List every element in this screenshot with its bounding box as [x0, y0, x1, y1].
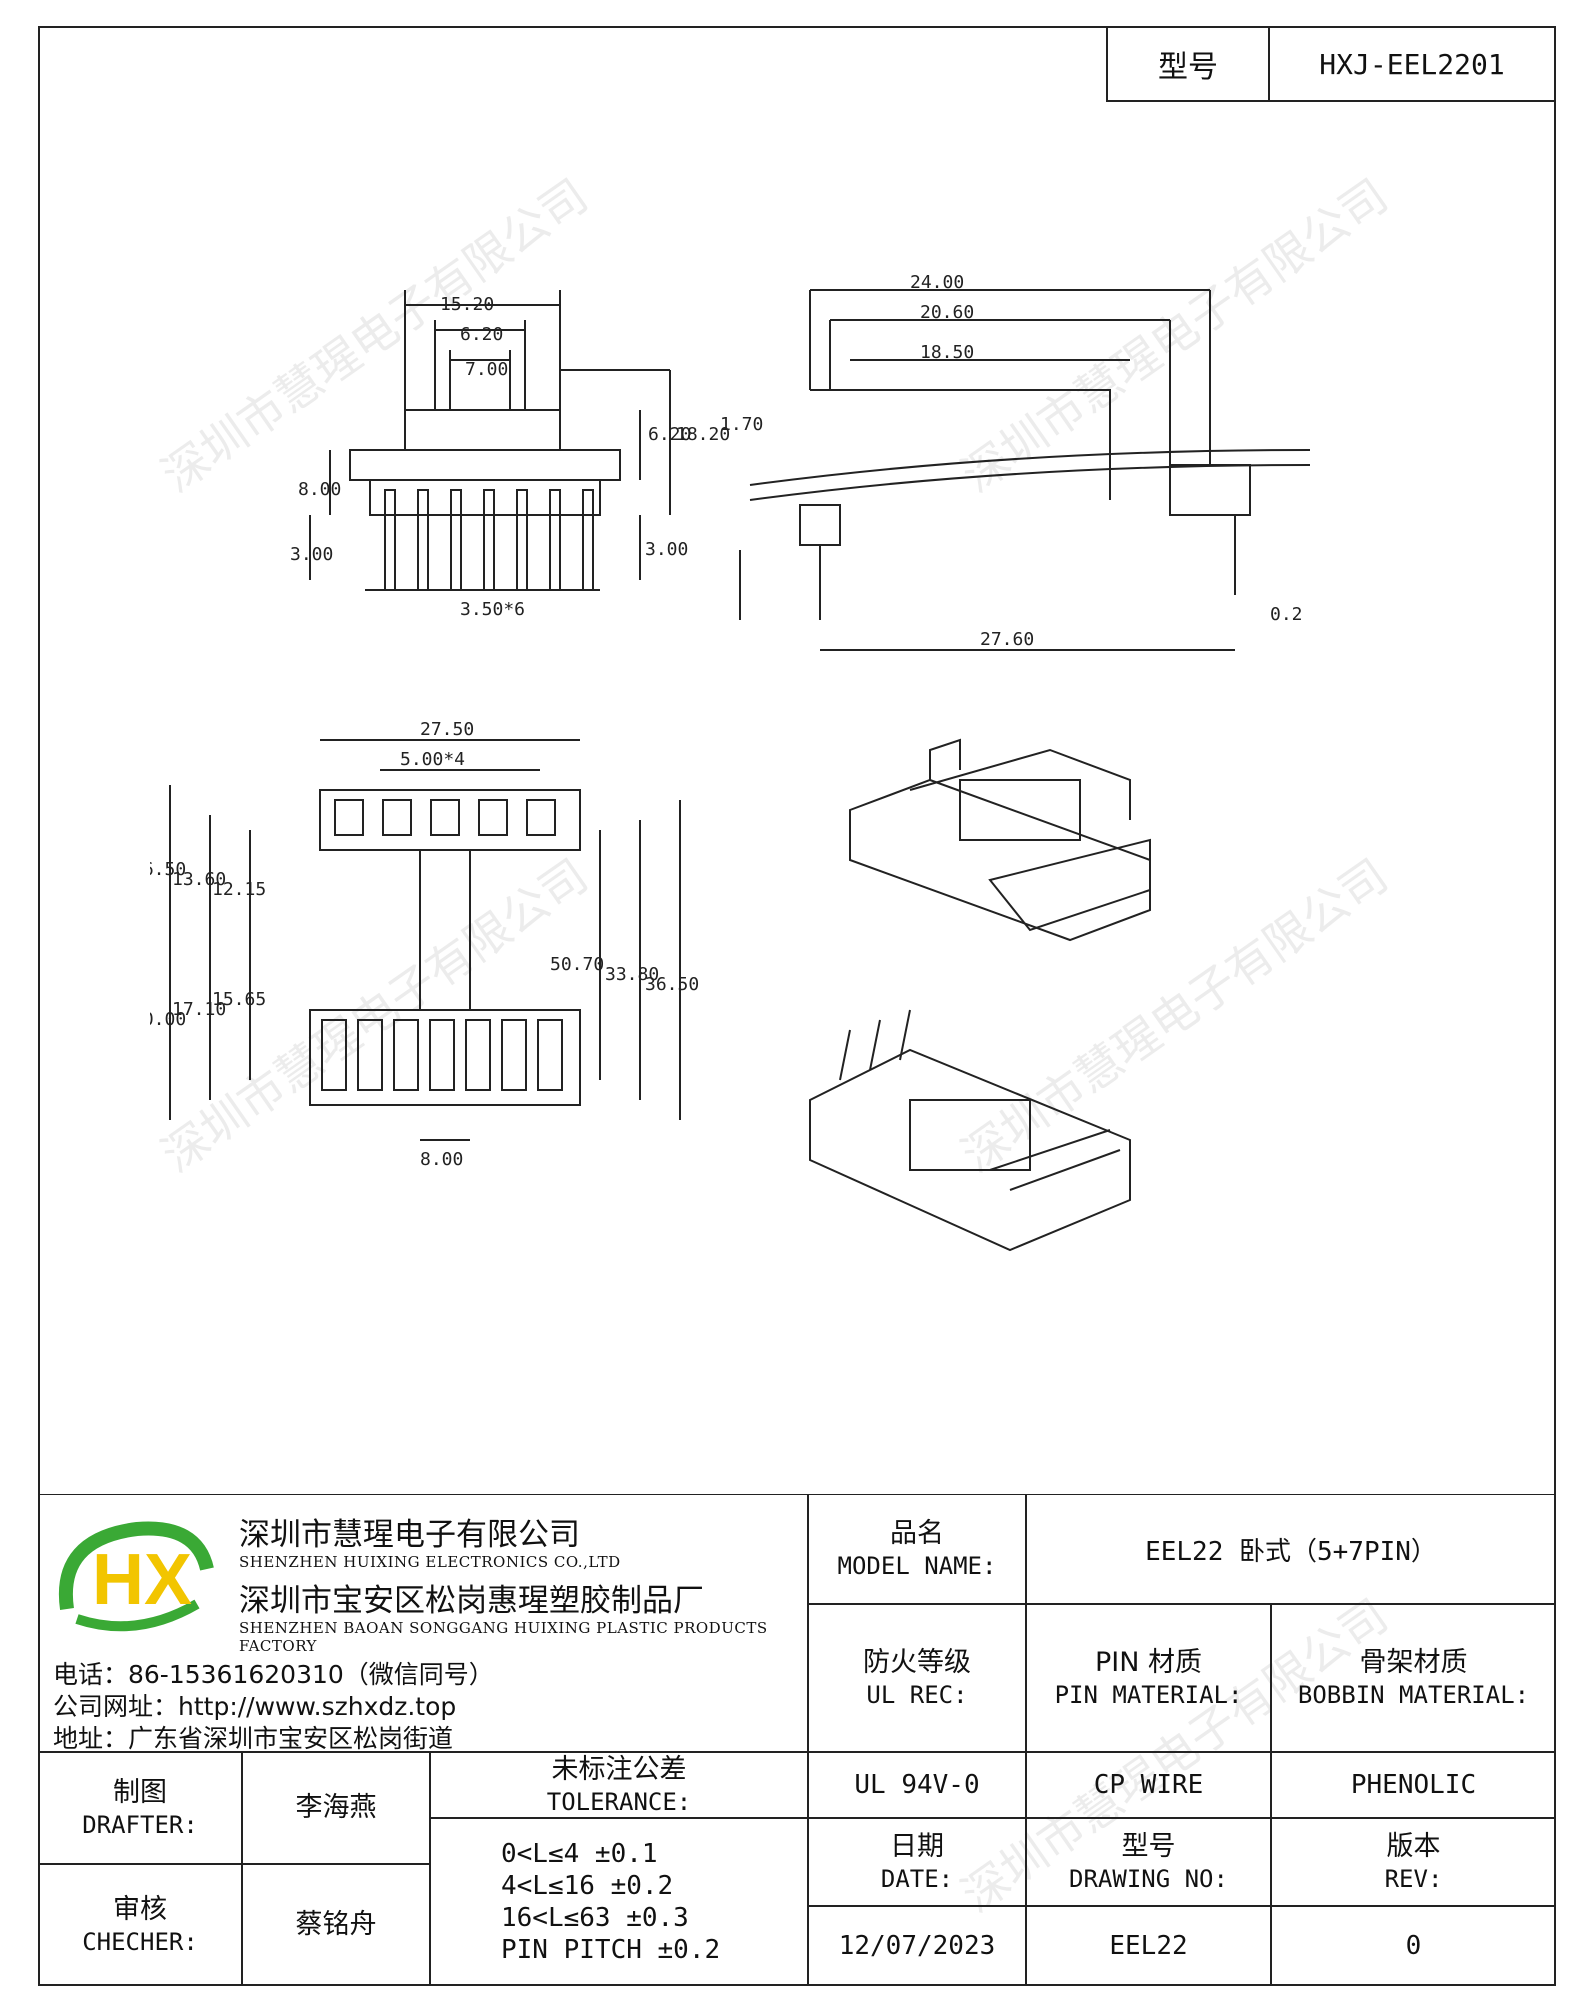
- side-view: 24.00 20.60 18.50 1.70 27.60 0.2: [720, 272, 1311, 651]
- bottom-view: 27.50 5.00*4 16.50 13.60 12.15 20.00 17.…: [150, 719, 699, 1170]
- logo-letters: HX: [92, 1540, 192, 1620]
- dim-label: 8.00: [420, 1149, 463, 1170]
- company-info: HX 深圳市慧瑆电子有限公司 SHENZHEN HUIXING ELECTRON…: [38, 1494, 808, 1753]
- dim-label: 8.00: [298, 479, 341, 500]
- pin-pad: [334, 799, 364, 836]
- dim-label: 1.70: [720, 414, 763, 435]
- dim-label: 50.70: [550, 954, 604, 975]
- model-value: HXJ-EEL2201: [1319, 47, 1505, 81]
- dim-label: 24.00: [910, 272, 964, 293]
- date-value: 12/07/2023: [808, 1906, 1026, 1986]
- bobbin-material-label: 骨架材质 BOBBIN MATERIAL:: [1271, 1604, 1556, 1752]
- pin: [384, 489, 396, 591]
- drafter-name: 李海燕: [242, 1752, 430, 1864]
- pin-material-value: CP WIRE: [1026, 1752, 1271, 1818]
- pin-pad: [537, 1019, 563, 1091]
- technical-drawing: 15.20 6.20 7.00 8.00 3.00 6.20 18.20 3.0…: [150, 272, 1311, 1252]
- phone: 电话：86-15361620310（微信同号）: [53, 1660, 494, 1689]
- isometric-view-bottom: [809, 1009, 1131, 1252]
- ul-value: UL 94V-0: [808, 1752, 1026, 1818]
- dim-label: 7.00: [465, 359, 508, 380]
- dim-label: 20.00: [150, 1009, 186, 1030]
- drawing-no-label: 型号 DRAWING NO:: [1026, 1818, 1271, 1906]
- model-header: 型号 HXJ-EEL2201: [1106, 26, 1556, 102]
- pin-pad: [526, 799, 556, 836]
- checker-name: 蔡铭舟: [242, 1864, 430, 1986]
- company-name-cn: 深圳市慧瑆电子有限公司: [239, 1517, 580, 1553]
- factory-name-cn: 深圳市宝安区松岗惠瑆塑胶制品厂: [239, 1583, 704, 1619]
- pin-pad: [465, 1019, 491, 1091]
- dim-label: 3.50*6: [460, 599, 525, 620]
- fire-rating-label: 防火等级 UL REC:: [808, 1604, 1026, 1752]
- pin: [516, 489, 528, 591]
- address: 地址：广东省深圳市宝安区松岗街道: [53, 1724, 454, 1753]
- pin: [549, 489, 561, 591]
- drafter-label: 制图 DRAFTER:: [38, 1752, 242, 1864]
- factory-name-en: SHENZHEN BAOAN SONGGANG HUIXING PLASTIC …: [239, 1619, 768, 1655]
- dim-label: 15.20: [440, 294, 494, 315]
- model-name-value: EEL22 卧式（5+7PIN）: [1026, 1494, 1556, 1604]
- pin-material-label: PIN 材质 PIN MATERIAL:: [1026, 1604, 1271, 1752]
- pin-pad: [382, 799, 412, 836]
- tolerance-label: 未标注公差 TOLERANCE:: [430, 1752, 808, 1818]
- company-logo: HX: [58, 1521, 214, 1632]
- dim-label: 33.80: [605, 964, 659, 985]
- dim-label: 20.60: [920, 302, 974, 323]
- model-label: 型号: [1108, 28, 1270, 100]
- pin: [582, 489, 594, 591]
- bobbin-material-value: PHENOLIC: [1271, 1752, 1556, 1818]
- dim-label: 5.00*4: [400, 749, 465, 770]
- pin-pad: [430, 799, 460, 836]
- dim-label: 6.20: [460, 324, 503, 345]
- pin-pad: [478, 799, 508, 836]
- date-label: 日期 DATE:: [808, 1818, 1026, 1906]
- pin-pad: [321, 1019, 347, 1091]
- pin: [450, 489, 462, 591]
- dim-label: 15.65: [212, 989, 266, 1010]
- pin-pad: [357, 1019, 383, 1091]
- pin: [483, 489, 495, 591]
- drawing-no-value: EEL22: [1026, 1906, 1271, 1986]
- pin-pad: [393, 1019, 419, 1091]
- dim-label: 18.50: [920, 342, 974, 363]
- dim-label: 12.15: [212, 879, 266, 900]
- dim-label: 3.00: [645, 539, 688, 560]
- dim-label: 27.50: [420, 719, 474, 740]
- rev-label: 版本 REV:: [1271, 1818, 1556, 1906]
- dim-label: 16.50: [150, 859, 186, 880]
- dim-label: 13.60: [172, 869, 226, 890]
- model-name-label: 品名 MODEL NAME:: [808, 1494, 1026, 1604]
- website: 公司网址：http://www.szhxdz.top: [53, 1692, 457, 1721]
- company-name-en: SHENZHEN HUIXING ELECTRONICS CO.,LTD: [239, 1553, 621, 1571]
- dim-label: 0.2: [1270, 604, 1303, 625]
- dim-label: 17.10: [172, 999, 226, 1020]
- title-block: HX 深圳市慧瑆电子有限公司 SHENZHEN HUIXING ELECTRON…: [38, 1494, 1556, 1986]
- dim-label: 6.20: [648, 424, 691, 445]
- pin-pad: [501, 1019, 527, 1091]
- isometric-view-top: [849, 738, 1151, 942]
- dim-label: 18.20: [676, 424, 730, 445]
- front-view: 15.20 6.20 7.00 8.00 3.00 6.20 18.20 3.0…: [290, 290, 730, 620]
- pin-pad: [429, 1019, 455, 1091]
- pin: [417, 489, 429, 591]
- dim-label: 36.50: [645, 974, 699, 995]
- rev-value: 0: [1271, 1906, 1556, 1986]
- dim-label: 3.00: [290, 544, 333, 565]
- dim-label: 27.60: [980, 629, 1034, 650]
- tolerance-values: 0<L≤4 ±0.1 4<L≤16 ±0.2 16<L≤63 ±0.3 PIN …: [430, 1818, 808, 1986]
- checker-label: 审核 CHECHER:: [38, 1864, 242, 1986]
